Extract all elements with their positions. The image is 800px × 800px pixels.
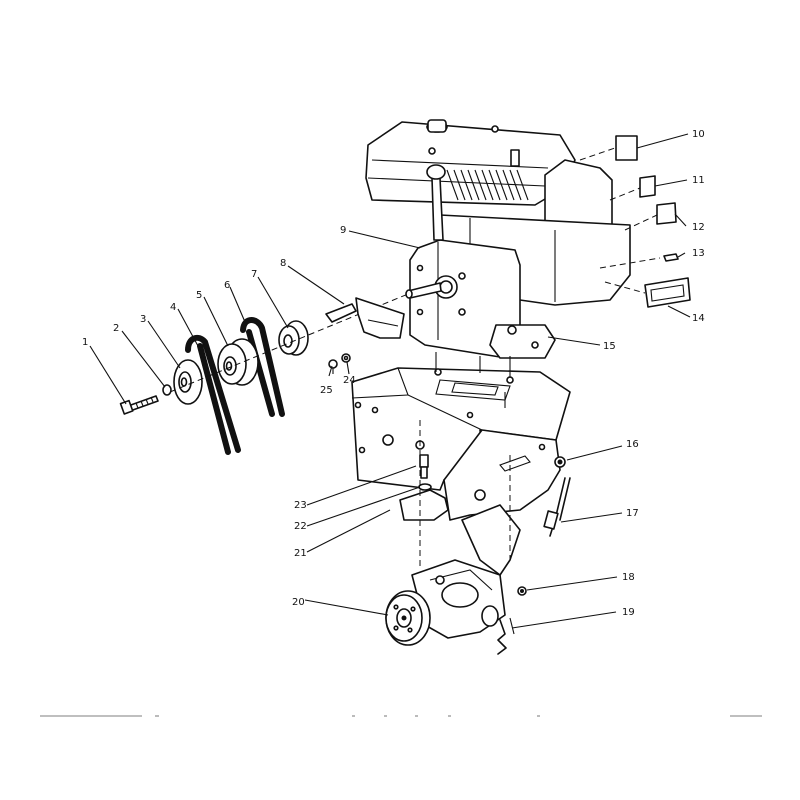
callout-20: 20	[292, 597, 305, 608]
callout-9: 9	[340, 225, 346, 236]
callout-numbers: 1 2 3 4 5 6 7 8 9 10 11 12 13 14 15 16 1…	[82, 129, 705, 618]
nut-18	[517, 586, 527, 596]
callout-7: 7	[251, 269, 257, 280]
callout-18: 18	[622, 572, 635, 583]
bolt-1	[119, 395, 159, 415]
callout-13: 13	[692, 248, 705, 259]
callout-19: 19	[622, 607, 635, 618]
belt-4	[185, 334, 241, 455]
bolt-23	[419, 454, 429, 479]
pulley-5	[217, 338, 259, 386]
washer-22	[418, 483, 432, 491]
callout-12: 12	[692, 222, 705, 233]
callout-15: 15	[603, 341, 616, 352]
callout-14: 14	[692, 313, 705, 324]
engine	[365, 119, 631, 359]
leader-lines	[89, 133, 691, 629]
bracket-21	[399, 489, 449, 521]
callout-5: 5	[196, 290, 202, 301]
spring-19	[497, 617, 515, 655]
callout-25: 25	[320, 385, 333, 396]
pulley-3	[173, 359, 203, 405]
callout-8: 8	[280, 258, 286, 269]
callout-21: 21	[294, 548, 307, 559]
screw-13	[663, 253, 679, 262]
callout-10: 10	[692, 129, 705, 140]
decal-14	[644, 277, 691, 308]
callout-3: 3	[140, 314, 146, 325]
callout-22: 22	[294, 521, 307, 532]
gearbox-20	[385, 504, 521, 646]
callout-6: 6	[224, 280, 230, 291]
nut-24	[341, 353, 351, 363]
callout-23: 23	[294, 500, 307, 511]
callout-17: 17	[626, 508, 639, 519]
decal-10	[615, 135, 638, 161]
frame-plate	[351, 352, 571, 521]
nut-16	[554, 456, 566, 468]
washer-2	[162, 384, 172, 396]
pulley-7	[278, 320, 309, 356]
bracket-8	[325, 297, 405, 339]
cable-17	[543, 477, 571, 537]
decal-12	[656, 202, 677, 225]
callout-1: 1	[82, 337, 88, 348]
screw-25	[328, 359, 338, 374]
callout-4: 4	[170, 302, 176, 313]
callout-16: 16	[626, 439, 639, 450]
decal-11	[639, 175, 656, 198]
callout-2: 2	[113, 323, 119, 334]
callout-11: 11	[692, 175, 705, 186]
callout-24: 24	[343, 375, 356, 386]
